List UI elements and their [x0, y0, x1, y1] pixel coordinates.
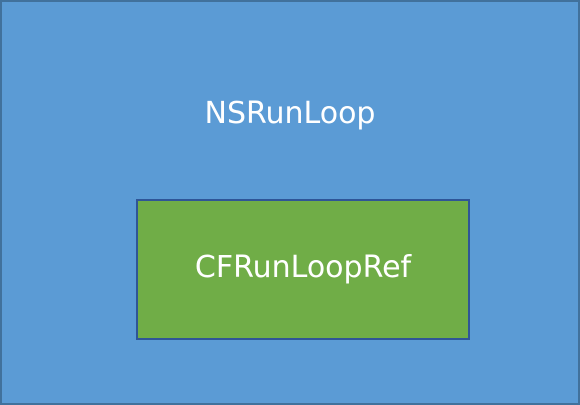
nsrunloop-label: NSRunLoop [204, 96, 376, 131]
cfrunloopref-box: CFRunLoopRef [136, 199, 470, 340]
cfrunloopref-label: CFRunLoopRef [194, 250, 412, 285]
